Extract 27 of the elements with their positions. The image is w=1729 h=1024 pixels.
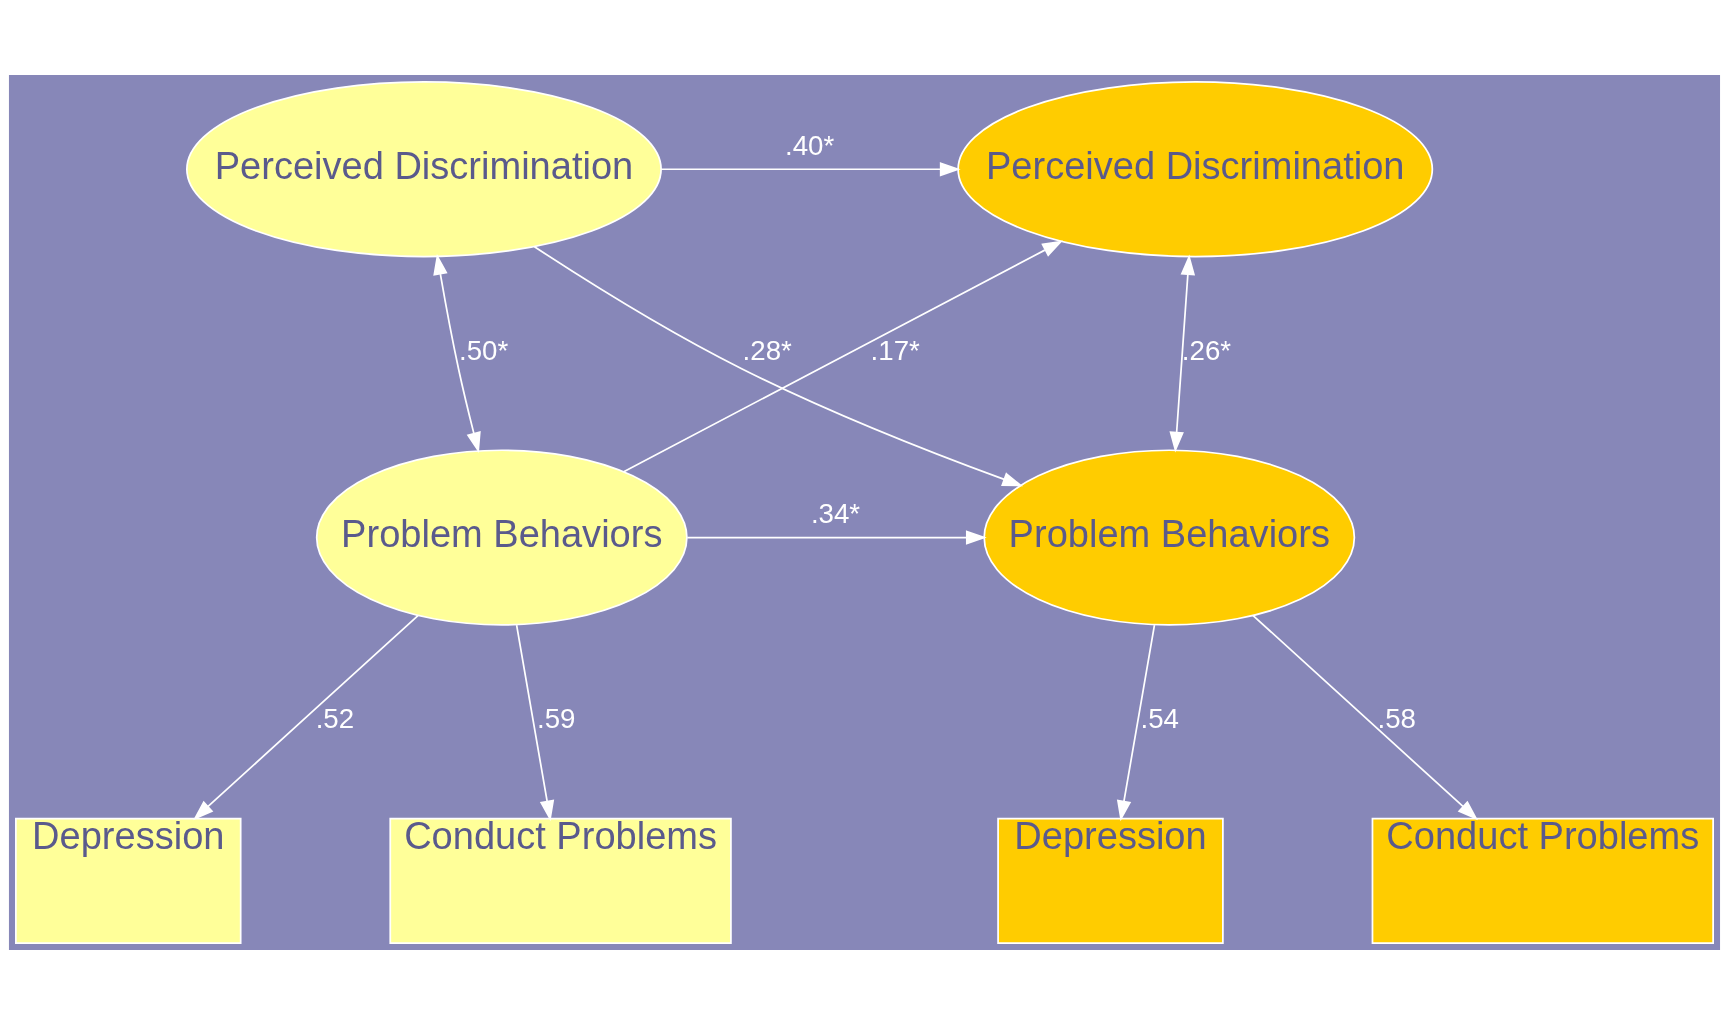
node-ellipse: Problem Behaviors	[983, 448, 1356, 626]
edge-label: .58	[1377, 702, 1416, 734]
node-ellipse: Problem Behaviors	[315, 448, 688, 626]
node-box: Conduct Problems	[1371, 817, 1714, 944]
arrow	[1169, 253, 1196, 452]
edge-label: .40*	[784, 129, 835, 161]
edge-label: .28*	[742, 334, 792, 366]
arrow	[533, 245, 1024, 486]
arrow	[515, 623, 555, 821]
edge-label: .17*	[870, 334, 920, 366]
node-ellipse: Perceived Discrimination	[186, 80, 662, 257]
edge-label: .59	[537, 702, 576, 734]
arrow	[433, 253, 481, 453]
arrow	[193, 614, 419, 820]
arrow	[686, 529, 987, 545]
edge-label: .34*	[810, 497, 861, 529]
arrow	[1252, 614, 1478, 820]
edge-label: .52	[315, 702, 355, 734]
edge-label: .54	[1140, 702, 1179, 734]
node-box: Conduct Problems	[389, 817, 732, 944]
edge-label: .50*	[459, 334, 509, 366]
node-box: Depression	[997, 817, 1224, 944]
arrow	[1116, 623, 1156, 821]
arrow	[622, 240, 1063, 473]
arrow	[660, 161, 961, 176]
node-box: Depression	[15, 817, 242, 944]
edge-label: .26*	[1181, 334, 1232, 366]
